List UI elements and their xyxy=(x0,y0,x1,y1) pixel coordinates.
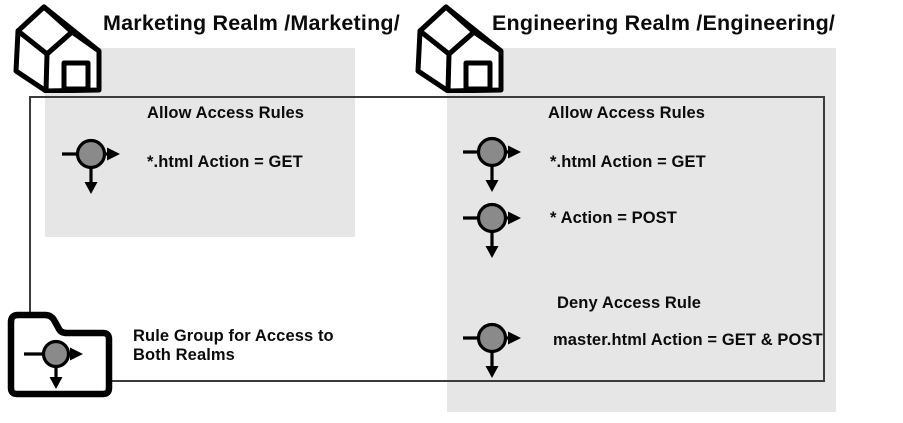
marketing-allow-heading: Allow Access Rules xyxy=(147,104,305,122)
engineering-deny-rule-1: master.html Action = GET & POST xyxy=(553,331,823,349)
engineering-realm-region xyxy=(447,48,836,412)
rule-group-label-line1: Rule Group for Access to xyxy=(133,327,334,345)
engineering-realm-title: Engineering Realm /Engineering/ xyxy=(492,11,836,35)
marketing-house-icon xyxy=(2,1,102,93)
access-rule-icon xyxy=(462,135,534,193)
rule-group-label: Rule Group for Access to Both Realms xyxy=(133,327,334,365)
rule-group-boundary xyxy=(29,96,825,382)
engineering-allow-rule-2: * Action = POST xyxy=(550,209,677,227)
engineering-deny-heading: Deny Access Rule xyxy=(557,294,702,312)
marketing-allow-rule-1: *.html Action = GET xyxy=(147,153,303,171)
engineering-allow-heading: Allow Access Rules xyxy=(548,104,706,122)
access-rule-icon xyxy=(61,137,133,195)
access-rule-icon xyxy=(462,201,534,259)
rule-group-label-line2: Both Realms xyxy=(133,346,235,364)
folder-rule-group-icon xyxy=(7,310,113,398)
engineering-allow-rule-1: *.html Action = GET xyxy=(550,153,706,171)
engineering-house-icon xyxy=(404,1,504,93)
access-rule-icon xyxy=(462,321,534,379)
marketing-realm-title: Marketing Realm /Marketing/ xyxy=(103,11,400,35)
